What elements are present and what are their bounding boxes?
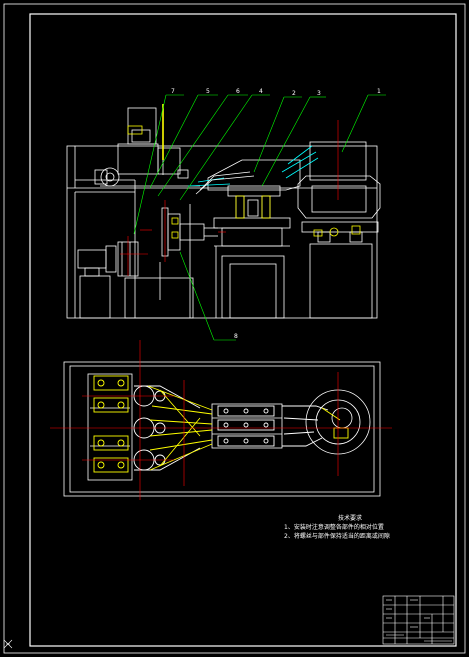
title-block: [382, 595, 455, 645]
technical-note-item: 1、安装时注意调整各部件的相对位置: [284, 524, 384, 531]
balloon-4: 4: [259, 88, 263, 95]
balloon-leaders: [133, 94, 386, 341]
front-view-parts: [127, 104, 361, 239]
front-view-centerlines: [120, 120, 339, 276]
top-view-centerlines: [50, 340, 392, 500]
balloon-2: 2: [292, 90, 296, 97]
technical-notes-title: 技术要求: [338, 515, 363, 522]
balloon-7: 7: [171, 88, 175, 95]
top-view: [63, 361, 381, 497]
balloon-3: 3: [317, 90, 321, 97]
front-view: [66, 107, 381, 319]
balloon-1: 1: [377, 88, 381, 95]
balloon-5: 5: [206, 88, 210, 95]
balloon-6: 6: [236, 88, 240, 95]
technical-notes: 技术要求 1、安装时注意调整各部件的相对位置 2、将螺丝与部件保持适当的距离或间…: [284, 514, 390, 541]
balloon-labels: 7 5 6 4 2 3 1 8: [171, 88, 381, 340]
balloon-8: 8: [234, 333, 238, 340]
sheet-border: [3, 3, 466, 654]
technical-note-item: 2、将螺丝与部件保持适当的距离或间隙: [284, 533, 390, 540]
